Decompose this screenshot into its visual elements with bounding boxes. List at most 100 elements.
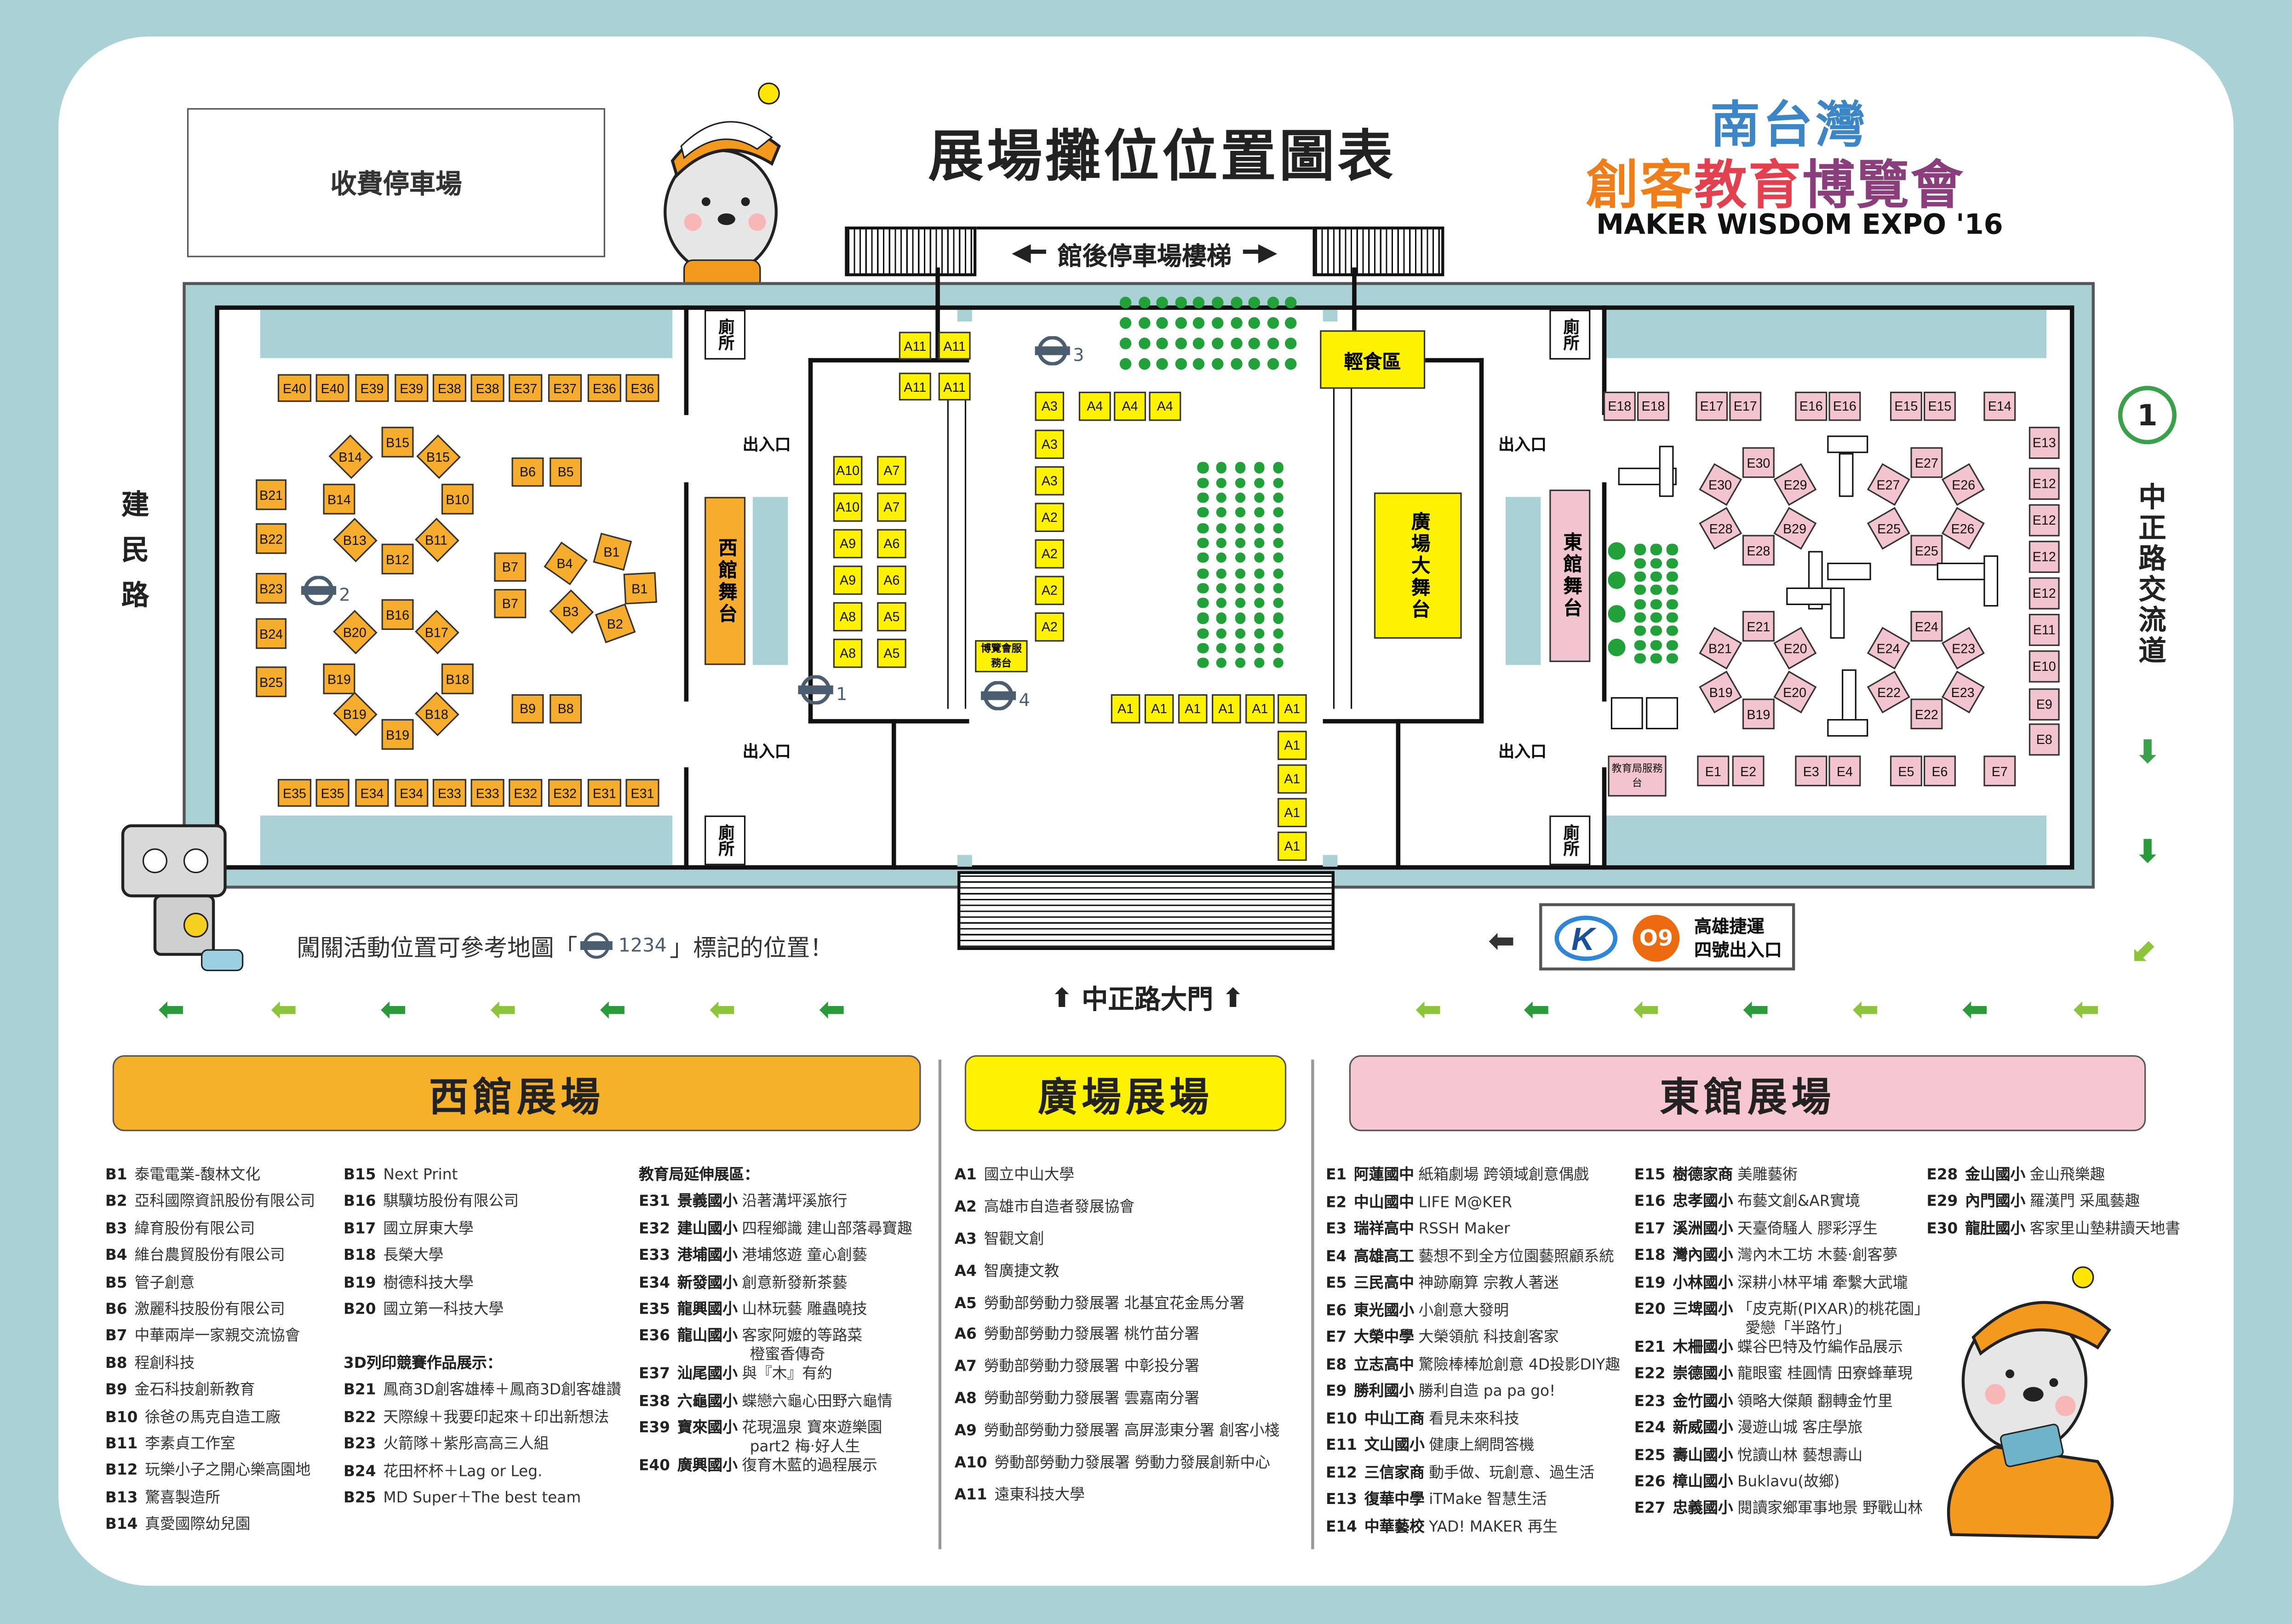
booth[interactable]: A1 [1245, 694, 1275, 724]
booth[interactable]: B25 [256, 666, 287, 698]
booth[interactable]: B21 [256, 479, 287, 510]
east-stage[interactable]: 東館舞台 [1549, 489, 1591, 662]
booth[interactable]: 博覽會服務台 [975, 640, 1028, 673]
food-area[interactable]: 輕食區 [1320, 330, 1426, 389]
booth[interactable]: B7 [494, 552, 527, 582]
booth[interactable]: B19 [381, 719, 414, 750]
booth[interactable]: E39 [355, 374, 389, 402]
booth[interactable]: E5 [1890, 755, 1922, 787]
booth[interactable]: A4 [1078, 391, 1111, 421]
booth[interactable]: A1 [1144, 694, 1174, 724]
booth[interactable]: A1 [1212, 694, 1241, 724]
booth[interactable]: B17 [415, 610, 459, 655]
restroom[interactable]: 廁所 [1549, 815, 1591, 865]
booth[interactable]: A1 [1278, 731, 1307, 760]
booth[interactable]: E26 [1941, 507, 1985, 550]
booth[interactable]: A3 [1035, 466, 1065, 496]
booth[interactable]: B4 [544, 541, 588, 585]
activity-stamp-marker[interactable]: 1 [798, 675, 857, 708]
activity-stamp-marker[interactable]: 2 [301, 575, 360, 608]
activity-stamp-marker[interactable]: 4 [980, 680, 1039, 713]
booth[interactable]: A11 [938, 372, 971, 400]
booth[interactable]: E28 [1742, 535, 1775, 566]
booth[interactable]: E34 [355, 779, 389, 807]
booth[interactable]: E12 [2028, 577, 2060, 610]
booth[interactable]: A11 [938, 332, 971, 360]
booth[interactable]: B15 [381, 427, 414, 457]
booth[interactable]: E40 [315, 374, 350, 402]
booth[interactable]: B12 [381, 543, 414, 575]
booth[interactable]: A1 [1278, 831, 1307, 861]
booth[interactable]: A4 [1149, 391, 1181, 421]
booth[interactable]: A5 [877, 639, 906, 668]
booth[interactable]: E22 [1910, 698, 1943, 730]
booth[interactable]: E33 [432, 779, 466, 807]
booth[interactable]: A3 [1035, 429, 1065, 459]
booth[interactable]: B19 [1699, 670, 1742, 714]
booth[interactable]: A2 [1035, 612, 1065, 642]
booth[interactable]: A9 [833, 566, 863, 595]
booth[interactable]: A2 [1035, 576, 1065, 605]
restroom[interactable]: 廁所 [705, 309, 746, 360]
booth[interactable]: E3 [1795, 755, 1828, 787]
booth[interactable]: E24 [1867, 627, 1910, 670]
booth[interactable]: E12 [2028, 541, 2060, 573]
booth[interactable]: A8 [833, 639, 863, 668]
west-stage[interactable]: 西館舞台 [705, 497, 746, 665]
booth[interactable]: E12 [2028, 504, 2060, 537]
booth[interactable]: E23 [1941, 670, 1985, 714]
booth[interactable]: B11 [415, 518, 459, 562]
booth[interactable]: A9 [833, 529, 863, 559]
booth[interactable]: E32 [548, 779, 582, 807]
booth[interactable]: E36 [625, 374, 659, 402]
booth[interactable]: B6 [511, 457, 544, 487]
booth[interactable]: E20 [1773, 627, 1817, 670]
booth[interactable]: B24 [256, 618, 287, 649]
booth[interactable]: B18 [415, 692, 459, 737]
booth[interactable]: 教育局服務台 [1608, 755, 1667, 797]
booth[interactable]: E29 [1773, 463, 1817, 506]
booth[interactable]: E35 [315, 779, 350, 807]
booth[interactable]: A1 [1278, 694, 1307, 724]
booth[interactable]: A3 [1035, 391, 1065, 421]
booth[interactable]: A7 [877, 456, 906, 486]
booth[interactable]: B18 [441, 663, 474, 694]
booth[interactable]: E34 [395, 779, 429, 807]
booth[interactable]: B29 [1773, 507, 1817, 550]
booth[interactable]: B2 [595, 603, 636, 643]
booth[interactable]: A6 [877, 529, 906, 559]
booth[interactable]: B3 [549, 589, 594, 634]
booth[interactable]: E1 [1697, 755, 1730, 787]
booth[interactable]: B21 [1699, 627, 1742, 670]
activity-stamp-marker[interactable]: 3 [1035, 336, 1093, 368]
booth[interactable]: B10 [441, 484, 474, 515]
booth[interactable]: E17 [1696, 391, 1728, 421]
booth[interactable]: E35 [277, 779, 312, 807]
booth[interactable]: A1 [1178, 694, 1208, 724]
booth[interactable]: B1 [593, 532, 632, 571]
booth[interactable]: B7 [494, 589, 527, 618]
booth[interactable]: E31 [587, 779, 621, 807]
booth[interactable]: E30 [1699, 463, 1742, 506]
booth[interactable]: E36 [587, 374, 621, 402]
booth[interactable]: E37 [548, 374, 582, 402]
booth[interactable]: E4 [1828, 755, 1861, 787]
booth[interactable]: E28 [1699, 507, 1742, 550]
booth[interactable]: B20 [333, 610, 378, 655]
booth[interactable]: B1 [623, 572, 657, 605]
booth[interactable]: E6 [1924, 755, 1956, 787]
booth[interactable]: E16 [1828, 391, 1861, 421]
booth[interactable]: B15 [416, 434, 461, 479]
booth[interactable]: A10 [833, 492, 863, 522]
booth[interactable]: A6 [877, 566, 906, 595]
booth[interactable]: E27 [1867, 463, 1910, 506]
booth[interactable]: E25 [1910, 535, 1943, 566]
booth[interactable]: E39 [395, 374, 429, 402]
booth[interactable]: E20 [1773, 670, 1817, 714]
booth[interactable]: B5 [550, 457, 582, 487]
booth[interactable]: E14 [1983, 391, 2016, 421]
booth[interactable]: B19 [333, 692, 378, 737]
mrt-exit-4[interactable]: K O9 高雄捷運四號出入口 [1539, 903, 1795, 971]
booth[interactable]: B13 [333, 518, 378, 562]
booth[interactable]: E11 [2028, 614, 2060, 646]
